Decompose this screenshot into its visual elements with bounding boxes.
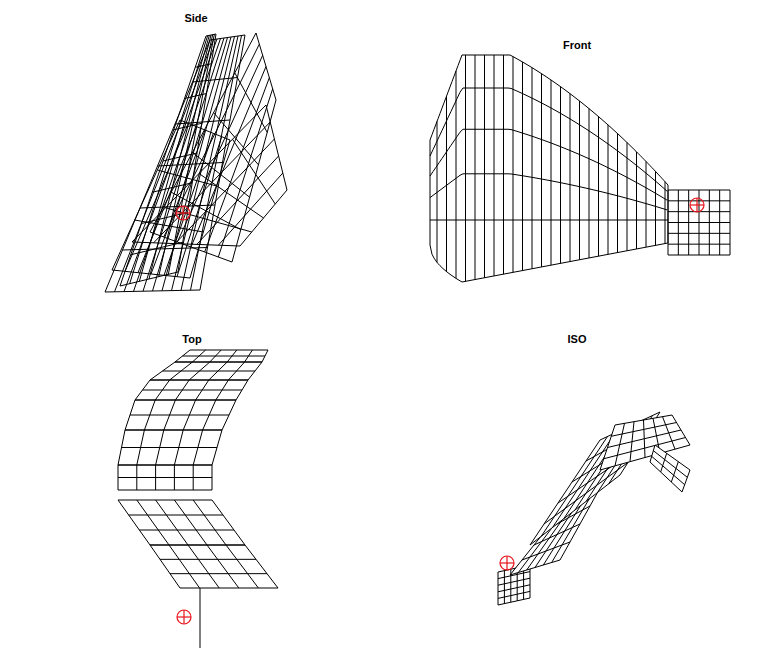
grid-line	[130, 36, 208, 284]
cg-marker	[177, 610, 191, 624]
grid-line	[175, 139, 274, 244]
cg-marker	[690, 198, 704, 212]
grid-line	[665, 182, 666, 244]
grid-line	[140, 205, 215, 208]
grid-line	[652, 456, 685, 484]
grid-line	[475, 55, 476, 280]
grid-line	[125, 123, 188, 271]
grid-line	[160, 559, 256, 560]
grid-line	[191, 67, 266, 248]
panel-title: ISO	[566, 333, 589, 345]
wing-panel	[118, 465, 212, 490]
grid-line	[653, 451, 687, 478]
grid-line	[183, 356, 266, 357]
grid-line	[157, 170, 216, 186]
cg-marker	[696, 198, 697, 212]
wing-panel	[150, 362, 262, 380]
grid-line	[226, 545, 258, 588]
panel-title: Side	[182, 12, 209, 24]
panel-title: Front	[561, 39, 593, 51]
grid-line	[174, 500, 207, 545]
grid-line	[604, 438, 686, 459]
grid-line	[122, 447, 218, 448]
grid-line	[430, 220, 668, 221]
panel-title: Top	[180, 333, 203, 345]
grid-line	[129, 515, 223, 516]
grid-line	[668, 233, 730, 234]
grid-line	[177, 137, 222, 277]
cg-marker	[183, 610, 184, 624]
grid-line	[465, 55, 466, 281]
wing-panel	[650, 445, 690, 492]
grid-line	[498, 578, 530, 585]
grid-line	[170, 573, 267, 574]
wing-panel	[668, 190, 730, 255]
grid-line	[541, 437, 607, 537]
wing-outline	[430, 55, 668, 282]
grid-line	[193, 500, 226, 545]
grid-line	[235, 73, 267, 133]
grid-line	[185, 94, 207, 99]
grid-line	[195, 64, 211, 68]
grid-line	[218, 89, 272, 257]
grid-line	[522, 542, 570, 560]
grid-line	[130, 415, 229, 416]
grid-line	[137, 500, 169, 545]
grid-line	[169, 545, 200, 588]
cg-marker	[176, 206, 190, 220]
grid-line	[138, 127, 197, 273]
wing-panel	[118, 500, 245, 545]
grid-line	[151, 130, 205, 274]
grid-line	[164, 133, 213, 275]
wing-panel	[112, 120, 230, 278]
grid-line	[207, 545, 239, 588]
grid-line	[233, 139, 276, 204]
grid-line	[498, 591, 530, 598]
grid-line	[164, 44, 260, 237]
cg-marker	[182, 206, 183, 220]
grid-line	[118, 477, 212, 478]
grid-line	[611, 423, 676, 437]
grid-line	[661, 453, 667, 472]
strut-line	[200, 588, 201, 648]
grid-line	[646, 161, 647, 247]
grid-line	[655, 171, 656, 245]
wing-panel	[125, 400, 236, 430]
grid-line	[188, 545, 219, 588]
wing-panel	[118, 430, 222, 465]
grid-line	[156, 500, 188, 545]
wing-panel	[175, 350, 268, 362]
grid-line	[199, 174, 264, 219]
grid-line	[504, 571, 505, 604]
wing-panel	[150, 545, 278, 588]
grid-line	[139, 530, 234, 531]
grid-line	[498, 585, 530, 592]
grid-line	[197, 156, 279, 244]
grid-line	[668, 244, 730, 245]
wing-panel	[105, 35, 245, 292]
grid-line	[430, 129, 667, 200]
grid-line	[668, 222, 730, 223]
grid-line	[143, 390, 243, 391]
grid-line	[668, 200, 730, 201]
grid-line	[135, 220, 204, 232]
wing-panel	[135, 380, 248, 400]
cg-marker	[506, 556, 507, 570]
grid-line	[430, 88, 667, 191]
cg-marker	[500, 556, 514, 570]
grid-line	[163, 371, 256, 372]
grid-line	[608, 430, 682, 448]
grid-line	[544, 462, 628, 524]
grid-line	[166, 208, 252, 232]
